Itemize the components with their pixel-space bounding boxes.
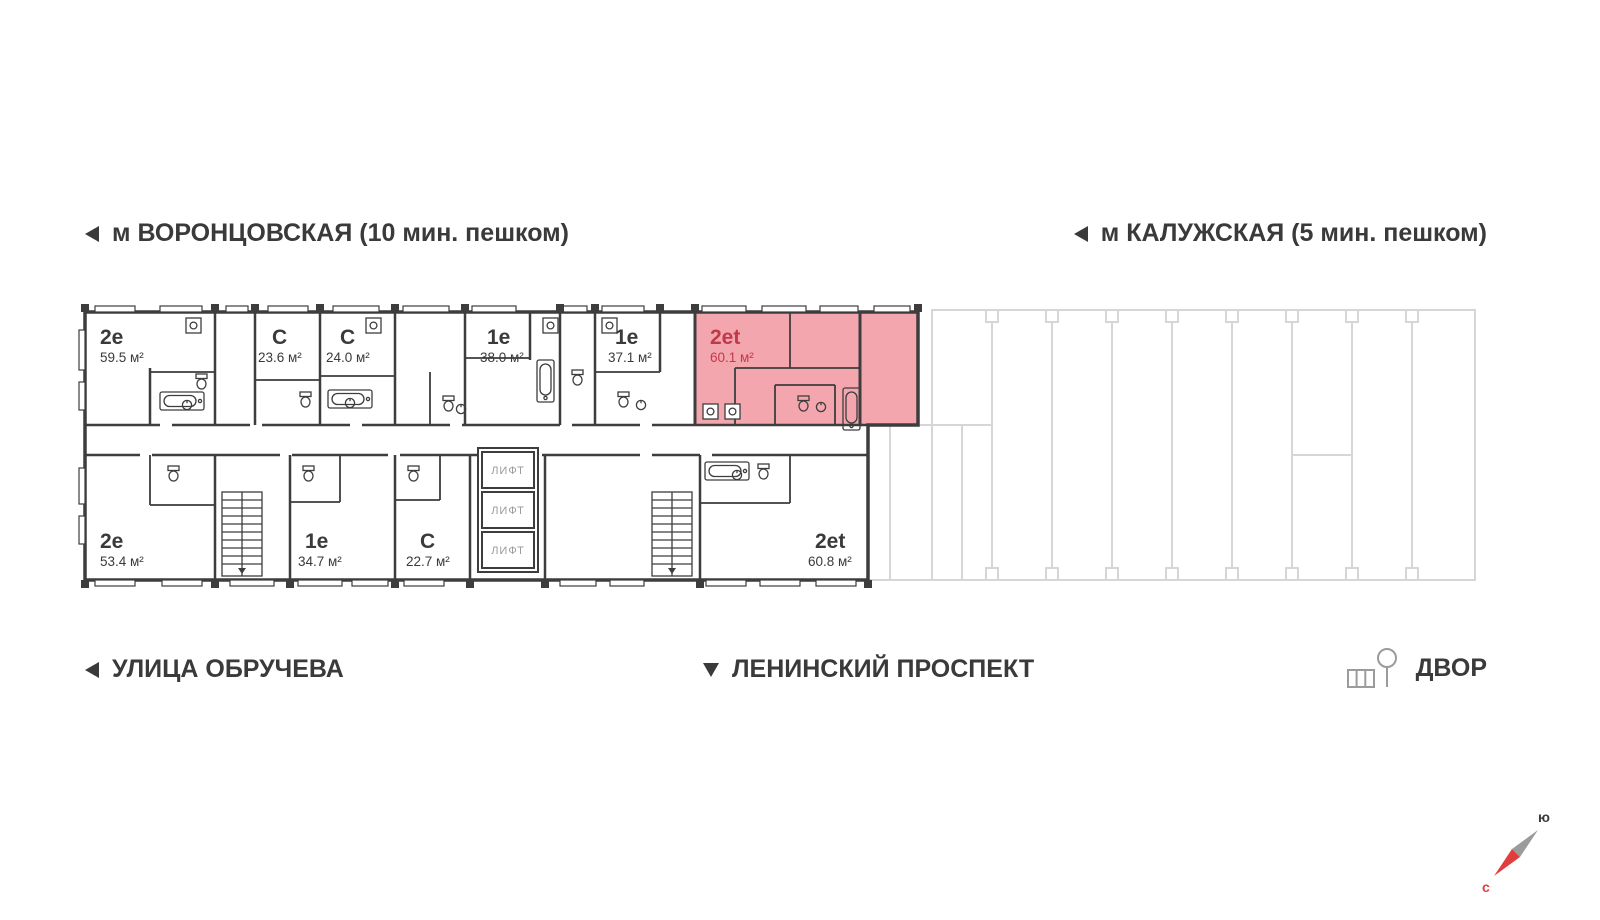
- elevator-label: ЛИФТ: [491, 545, 525, 557]
- metro-label-kaluzhskaya: м КАЛУЖСКАЯ (5 мин. пешком): [1073, 219, 1487, 248]
- apartment-area: 22.7 м²: [406, 554, 450, 569]
- metro-label-vorontsovskaya: м ВОРОНЦОВСКАЯ (10 мин. пешком): [85, 219, 569, 248]
- staircase-right: [651, 491, 693, 577]
- street-label-text: ЛЕНИНСКИЙ ПРОСПЕКТ: [732, 655, 1035, 683]
- compass-north-label: с: [1482, 879, 1490, 895]
- apartment-type: 2е: [100, 530, 123, 553]
- apartment-type: 2е: [100, 326, 123, 349]
- street-label-leninsky: ЛЕНИНСКИЙ ПРОСПЕКТ: [703, 655, 1034, 684]
- metro-label-text: м ВОРОНЦОВСКАЯ (10 мин. пешком): [112, 219, 569, 247]
- apartment-s-22-7[interactable]: С 22.7 м²: [397, 457, 468, 578]
- apartment-area: 23.6 м²: [258, 350, 302, 365]
- elevator-label: ЛИФТ: [491, 465, 525, 477]
- compass-needle-north: [1494, 849, 1520, 876]
- apartment-area: 59.5 м²: [100, 350, 144, 365]
- apartment-2e-59-5[interactable]: 2е 59.5 м²: [87, 314, 213, 423]
- apartment-2et-60-8[interactable]: 2et 60.8 м²: [702, 457, 866, 578]
- apartment-area: 60.8 м²: [808, 554, 852, 569]
- apartment-area: 34.7 м²: [298, 554, 342, 569]
- apartment-area: 37.1 м²: [608, 350, 652, 365]
- street-label-text: УЛИЦА ОБРУЧЕВА: [112, 655, 344, 683]
- direction-left-icon: [1073, 225, 1088, 242]
- direction-left-icon: [85, 225, 99, 242]
- apartment-area: 38.0 м²: [480, 350, 524, 365]
- apartment-1e-34-7[interactable]: 1е 34.7 м²: [292, 457, 393, 578]
- yard-label: ДВОР: [1345, 645, 1487, 691]
- apartment-s-23-6[interactable]: С 23.6 м²: [257, 314, 318, 423]
- apartment-type: 2et: [710, 326, 740, 349]
- adjacent-section-piers: [985, 309, 1419, 581]
- compass-icon: ю с: [1482, 809, 1550, 895]
- apartment-type: С: [420, 530, 435, 553]
- elevator-2: [481, 491, 535, 529]
- staircase-left: [221, 491, 263, 577]
- window-marks: [78, 305, 911, 587]
- elevator-label: ЛИФТ: [491, 505, 525, 517]
- elevator-block: ЛИФТ ЛИФТ ЛИФТ: [477, 447, 539, 573]
- apartment-type: С: [340, 326, 355, 349]
- apartment-1e-37-1[interactable]: 1е 37.1 м²: [597, 314, 693, 423]
- elevator-1: [481, 451, 535, 489]
- yard-icon: [1346, 648, 1397, 688]
- apartment-type: С: [272, 326, 287, 349]
- street-label-obrucheva: УЛИЦА ОБРУЧЕВА: [85, 655, 344, 684]
- compass-needle-south: [1512, 830, 1538, 857]
- direction-left-icon: [85, 661, 99, 678]
- yard-label-text: ДВОР: [1415, 653, 1487, 682]
- apartment-area: 24.0 м²: [326, 350, 370, 365]
- direction-down-icon: [703, 662, 719, 677]
- apartment-2e-53-4[interactable]: 2е 53.4 м²: [87, 457, 213, 578]
- apartment-type: 2et: [815, 530, 845, 553]
- facade-piers: [81, 304, 922, 588]
- apartment-area: 53.4 м²: [100, 554, 144, 569]
- apartment-1e-38-0[interactable]: 1е 38.0 м²: [467, 314, 558, 423]
- apartment-type: 1е: [615, 326, 638, 349]
- adjacent-section-outline: [868, 309, 1476, 581]
- apartment-area: 60.1 м²: [710, 350, 754, 365]
- apartment-s-24-0[interactable]: С 24.0 м²: [322, 314, 393, 423]
- elevator-3: [481, 531, 535, 569]
- compass-south-label: ю: [1538, 809, 1550, 825]
- metro-label-text: м КАЛУЖСКАЯ (5 мин. пешком): [1100, 219, 1487, 247]
- apartment-type: 1е: [305, 530, 328, 553]
- apartment-2et-60-1-selected[interactable]: 2et 60.1 м²: [697, 314, 916, 423]
- apartment-type: 1е: [487, 326, 510, 349]
